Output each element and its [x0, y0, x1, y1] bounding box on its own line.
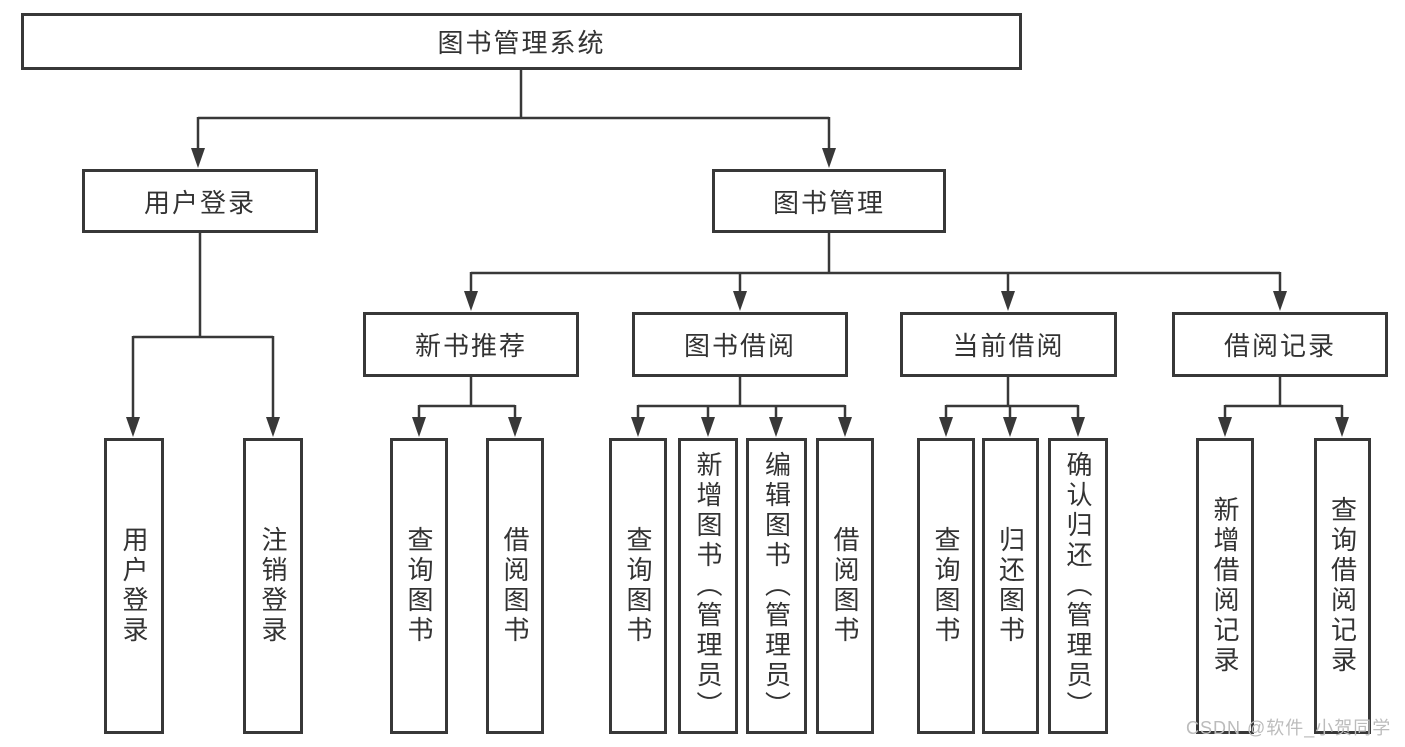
leaf-current-return-books: 归还图书: [982, 438, 1039, 734]
connector-book-mgmt-to-level3: [464, 233, 1287, 311]
leaf-records-add-record-label: 新增借阅记录: [1210, 496, 1240, 676]
leaf-borrow-borrow-books: 借阅图书: [816, 438, 874, 734]
leaf-newrec-borrow-books-label: 借阅图书: [500, 526, 530, 646]
leaf-logout: 注销登录: [243, 438, 303, 734]
node-new-book-recommendation: 新书推荐: [363, 312, 579, 377]
node-current-borrowing: 当前借阅: [900, 312, 1117, 377]
leaf-records-query-record-label: 查询借阅记录: [1327, 496, 1358, 676]
leaf-current-confirm-return-admin-label: 确认归还（管理员）: [1063, 451, 1093, 721]
connector-borrow-to-leaves: [631, 377, 852, 437]
leaf-newrec-query-books-label: 查询图书: [404, 526, 434, 646]
node-book-borrowing: 图书借阅: [632, 312, 848, 377]
leaf-borrow-edit-books-admin-label: 编辑图书（管理员）: [761, 451, 792, 721]
leaf-borrow-borrow-books-label: 借阅图书: [830, 526, 860, 646]
leaf-borrow-query-books-label: 查询图书: [623, 526, 653, 646]
leaf-user-login: 用户登录: [104, 438, 164, 734]
leaf-borrow-edit-books-admin: 编辑图书（管理员）: [746, 438, 807, 734]
connector-user-login-to-leaves: [126, 233, 280, 437]
leaf-borrow-add-books-admin: 新增图书（管理员）: [678, 438, 738, 734]
leaf-records-query-record: 查询借阅记录: [1314, 438, 1371, 734]
connector-current-to-leaves: [939, 377, 1085, 437]
connector-records-to-leaves: [1218, 377, 1349, 437]
leaf-borrow-add-books-admin-label: 新增图书（管理员）: [693, 451, 723, 721]
leaf-records-add-record: 新增借阅记录: [1196, 438, 1254, 734]
csdn-watermark: CSDN @软件_小贺同学: [1186, 718, 1392, 738]
node-book-management: 图书管理: [712, 169, 946, 233]
connector-new-rec-to-leaves: [412, 377, 522, 437]
leaf-current-return-books-label: 归还图书: [995, 526, 1026, 646]
leaf-current-confirm-return-admin: 确认归还（管理员）: [1048, 438, 1108, 734]
leaf-user-login-label: 用户登录: [119, 526, 149, 646]
leaf-current-query-books-label: 查询图书: [931, 526, 961, 646]
connector-root-to-level2: [191, 70, 836, 168]
leaf-newrec-borrow-books: 借阅图书: [486, 438, 544, 734]
leaf-current-query-books: 查询图书: [917, 438, 975, 734]
leaf-borrow-query-books: 查询图书: [609, 438, 667, 734]
node-user-login: 用户登录: [82, 169, 318, 233]
node-borrowing-records: 借阅记录: [1172, 312, 1388, 377]
node-library-management-system: 图书管理系统: [21, 13, 1022, 70]
leaf-newrec-query-books: 查询图书: [390, 438, 448, 734]
leaf-logout-label: 注销登录: [258, 526, 288, 646]
